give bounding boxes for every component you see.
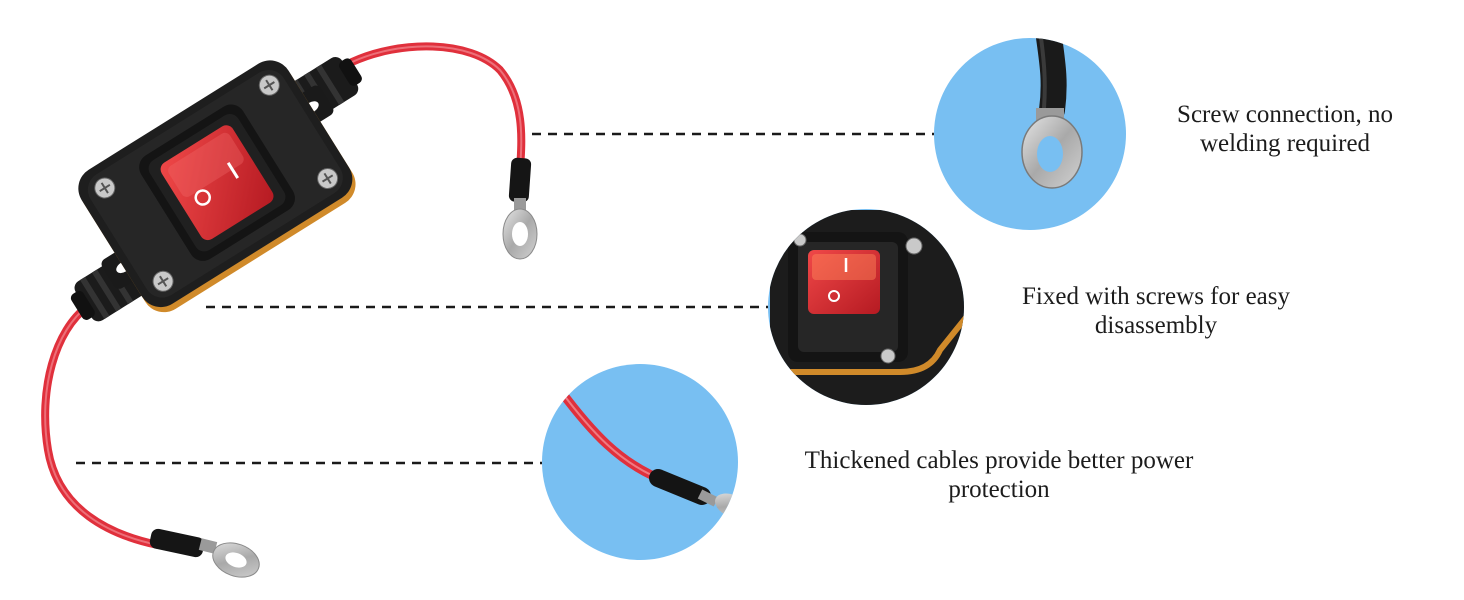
ring-terminal-icon bbox=[502, 157, 538, 260]
caption-line: welding required bbox=[1199, 130, 1371, 157]
red-cable-icon bbox=[348, 42, 526, 174]
caption-line: protection bbox=[948, 476, 1050, 503]
rocker-switch-icon bbox=[770, 210, 964, 405]
feature-caption-thick-cables: Thickened cables provide better power pr… bbox=[754, 446, 1244, 504]
caption-line: Screw connection, no bbox=[1177, 101, 1393, 128]
zoom-circle-fixed-screws bbox=[768, 209, 964, 405]
caption-line: Fixed with screws for easy bbox=[1022, 283, 1290, 310]
feature-caption-fixed-screws: Fixed with screws for easy disassembly bbox=[976, 282, 1336, 340]
caption-line: disassembly bbox=[1094, 312, 1218, 339]
waterproof-switch-box-icon bbox=[41, 42, 538, 578]
zoom-circle-screw-connection bbox=[934, 38, 1126, 230]
zoom-circle-thick-cables bbox=[542, 364, 738, 560]
zoom-circle-background bbox=[542, 364, 738, 560]
ring-terminal-icon bbox=[149, 528, 260, 578]
rocker-switch-icon bbox=[160, 125, 274, 241]
feature-caption-screw-connection: Screw connection, no welding required bbox=[1140, 100, 1430, 158]
caption-line: Thickened cables provide better power bbox=[804, 447, 1194, 474]
